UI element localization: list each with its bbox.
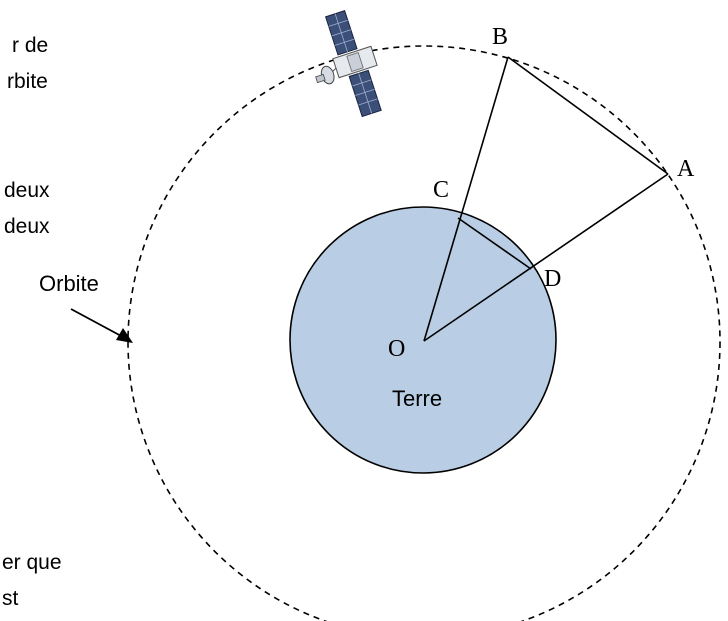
earth-label: Terre [392,386,442,411]
label-o: O [388,336,405,362]
label-a: A [677,156,695,182]
text-fragment-3: deux [4,179,50,202]
text-fragment-6: st [2,587,19,610]
text-fragment-5: er que [2,551,62,574]
line-ob [423,56,509,342]
orbit-pointer-line [70,308,124,338]
label-d: D [544,266,561,292]
earth-disk [289,206,557,474]
text-fragment-1: r de [12,34,48,57]
line-oa [423,173,669,342]
orbit-pointer-arrowhead [116,328,133,343]
line-ab [507,56,669,175]
text-fragment-4: deux [4,215,50,238]
label-c: C [433,177,449,203]
orbit-label: Orbite [39,271,99,296]
line-cd [457,217,532,270]
text-fragment-2: rbite [7,70,48,93]
label-b: B [492,24,508,50]
satellite-icon [315,10,382,118]
